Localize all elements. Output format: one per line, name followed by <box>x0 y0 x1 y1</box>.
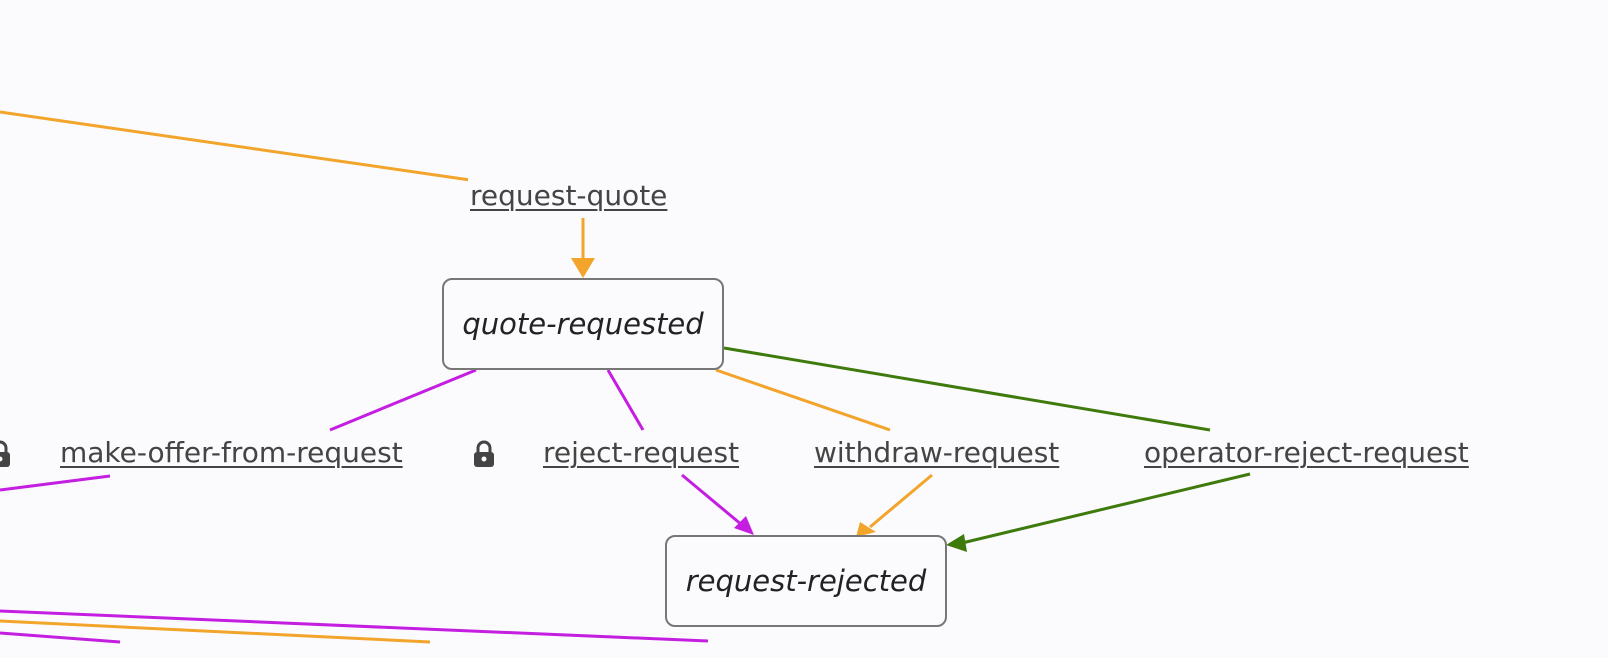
transition-operator-reject-request[interactable]: operator-reject-request <box>1142 435 1471 471</box>
lock-icon <box>0 440 11 468</box>
edge-line <box>681 473 743 527</box>
edge-line <box>0 474 111 492</box>
edge-line <box>961 472 1251 545</box>
edge-line <box>0 609 709 643</box>
edge-line <box>0 619 431 644</box>
edge-line <box>869 473 933 529</box>
state-label: quote-requested <box>462 307 704 341</box>
arrowhead <box>856 522 876 537</box>
edge-line <box>606 369 645 431</box>
arrowhead <box>946 534 967 552</box>
edge-line <box>715 368 891 432</box>
arrowhead <box>571 258 595 278</box>
transition-withdraw-request[interactable]: withdraw-request <box>812 435 1062 471</box>
edge-line <box>723 346 1211 432</box>
state-quote-requested[interactable]: quote-requested <box>442 278 724 370</box>
state-request-rejected[interactable]: request-rejected <box>665 535 947 627</box>
lock-icon <box>473 440 495 468</box>
edge-line <box>0 110 471 182</box>
arrowhead <box>734 516 754 535</box>
transition-request-quote[interactable]: request-quote <box>468 178 670 214</box>
state-label: request-rejected <box>685 564 927 598</box>
transition-make-offer-from-request[interactable]: make-offer-from-request <box>58 435 405 471</box>
edge-line <box>0 631 121 644</box>
transition-reject-request[interactable]: reject-request <box>541 435 742 471</box>
edge-line <box>329 368 477 432</box>
